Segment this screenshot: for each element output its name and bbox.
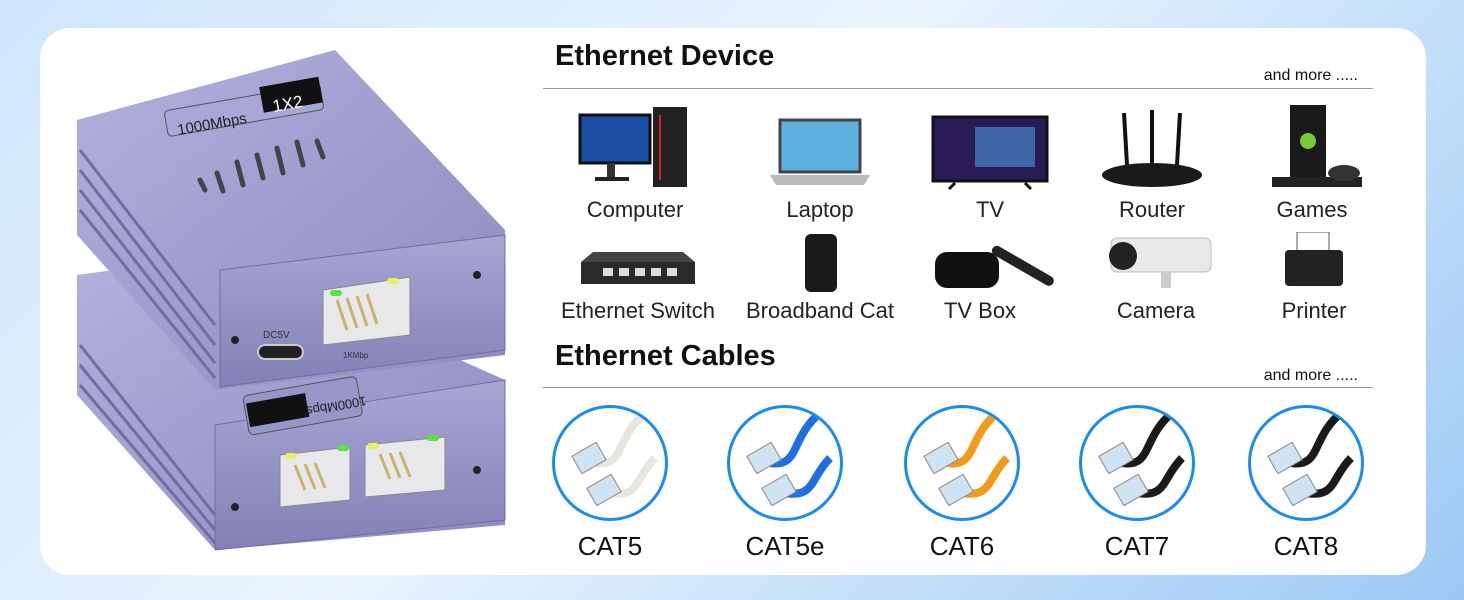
computer-icon bbox=[578, 107, 687, 187]
game-console-icon bbox=[1272, 105, 1362, 187]
modem-icon bbox=[805, 234, 837, 292]
cable-cat8: CAT8 bbox=[1231, 405, 1381, 562]
device-games: Games bbox=[1227, 105, 1397, 223]
cable-cat5e: CAT5e bbox=[710, 405, 860, 562]
camera-icon bbox=[1109, 237, 1212, 288]
cable-image bbox=[552, 405, 668, 521]
device-camera: Camera bbox=[1071, 232, 1241, 324]
cable-label: CAT5e bbox=[745, 531, 825, 561]
ethernet-cable-icon bbox=[571, 409, 658, 507]
ethernet-cable-icon bbox=[1267, 409, 1354, 507]
switch-icon bbox=[581, 252, 695, 284]
device-router: Router bbox=[1067, 105, 1237, 223]
device-laptop: Laptop bbox=[735, 105, 905, 223]
cable-label: CAT8 bbox=[1273, 531, 1339, 561]
cables-more-link[interactable]: and more ..... bbox=[1263, 367, 1358, 384]
tv-box-icon bbox=[935, 245, 1054, 288]
product-image: 1000Mbps 1000Mbps 1X2 DC5V 1KMbp bbox=[77, 50, 506, 551]
device-switch: Ethernet Switch bbox=[553, 232, 723, 324]
ethernet-cable-icon bbox=[746, 409, 833, 507]
power-label: DC5V bbox=[263, 330, 290, 341]
device-printer: Printer bbox=[1229, 232, 1399, 324]
divider bbox=[543, 387, 1373, 388]
laptop-icon bbox=[770, 118, 870, 185]
port-label: 1KMbp bbox=[343, 351, 369, 360]
top-ports-label: 1X2 bbox=[271, 92, 304, 116]
device-computer: Computer bbox=[550, 105, 720, 223]
cable-label: CAT7 bbox=[1104, 531, 1170, 561]
cable-image bbox=[904, 405, 1020, 521]
device-broadband-cat: Broadband Cat bbox=[735, 232, 905, 324]
ethernet-cable-icon bbox=[1098, 409, 1185, 507]
cable-image bbox=[1079, 405, 1195, 521]
device-tv: TV bbox=[905, 105, 1075, 223]
devices-more-link[interactable]: and more ..... bbox=[1263, 67, 1358, 84]
device-tv-box: TV Box bbox=[895, 232, 1065, 324]
cable-cat6: CAT6 bbox=[887, 405, 1037, 562]
tv-icon bbox=[931, 115, 1049, 191]
devices-title: Ethernet Device bbox=[555, 40, 775, 72]
cable-image bbox=[727, 405, 843, 521]
cable-image bbox=[1248, 405, 1364, 521]
cable-label: CAT6 bbox=[929, 531, 995, 561]
router-icon bbox=[1102, 110, 1202, 187]
ethernet-cable-icon bbox=[923, 409, 1010, 507]
cable-cat7: CAT7 bbox=[1062, 405, 1212, 562]
divider bbox=[543, 88, 1373, 89]
cable-label: CAT5 bbox=[577, 531, 643, 561]
cable-cat5: CAT5 bbox=[535, 405, 685, 562]
cables-title: Ethernet Cables bbox=[555, 340, 776, 372]
printer-icon bbox=[1285, 232, 1343, 286]
